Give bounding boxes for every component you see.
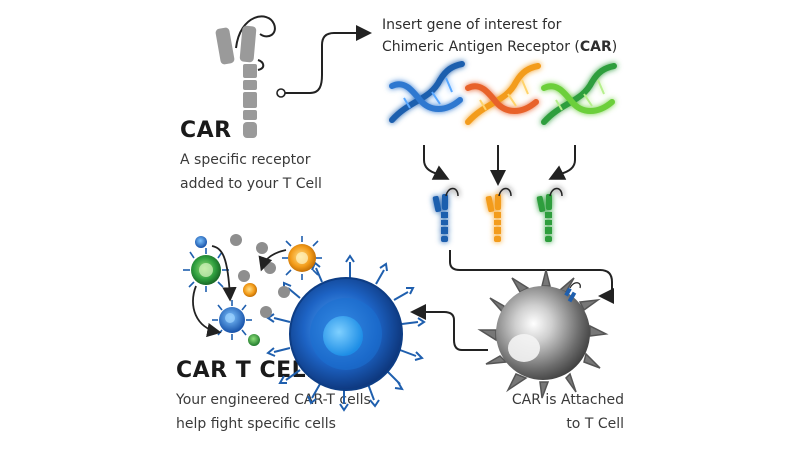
insert-gene-line2-suffix: )	[611, 39, 618, 55]
car-desc-line2: added to your T Cell	[180, 176, 322, 192]
car-t-desc-line1: Your engineered CAR-T cells	[176, 392, 371, 408]
receptor-to-gene-arrow	[276, 25, 372, 98]
car-title: CAR	[180, 118, 232, 143]
dna-to-receptor-arrows	[423, 145, 576, 186]
dna-helix-orange	[465, 63, 541, 125]
t-cell-icon	[477, 269, 609, 399]
insert-gene-line2-prefix: Chimeric Antigen Receptor (	[382, 39, 580, 55]
car-t-desc-line2: help fight specific cells	[176, 416, 336, 432]
attached-line2: to T Cell	[566, 416, 624, 432]
small-green-cell	[248, 334, 260, 346]
tcell-to-cart-arrow	[410, 304, 488, 351]
attached-text: CAR is Attached to T Cell	[478, 388, 624, 436]
cluster-arrow	[211, 245, 237, 302]
car-receptor-icon	[215, 15, 276, 138]
gray-particle	[264, 262, 276, 274]
small-blue-cell-top	[195, 236, 207, 248]
gray-particle	[238, 270, 250, 282]
small-orange-cell	[243, 283, 257, 297]
insert-gene-line2: Chimeric Antigen Receptor (CAR)	[382, 36, 617, 58]
blue-cell-icon	[212, 300, 252, 340]
car-t-cell-icon	[266, 254, 426, 412]
cluster-arrow	[192, 285, 222, 338]
insert-gene-line2-car: CAR	[579, 39, 612, 55]
insert-gene-line1: Insert gene of interest for	[382, 17, 562, 33]
insert-gene-text: Insert gene of interest for Chimeric Ant…	[382, 14, 617, 58]
car-description: A specific receptor added to your T Cell	[180, 148, 322, 196]
gray-particle	[230, 234, 242, 246]
attached-car-icon	[564, 282, 581, 303]
orange-cell-icon	[282, 236, 322, 280]
car-t-cell-description: Your engineered CAR-T cells help fight s…	[176, 388, 371, 436]
car-t-cell-title: CAR T CELL	[176, 358, 321, 383]
mini-receptor-green	[536, 187, 563, 242]
mini-receptor-orange	[485, 187, 512, 242]
dna-helix-green	[541, 63, 617, 125]
car-desc-line1: A specific receptor	[180, 152, 311, 168]
receptors-to-tcell-arrow	[449, 250, 614, 304]
mini-receptor-blue	[432, 187, 459, 242]
gray-particle	[256, 242, 268, 254]
cluster-arrow	[258, 249, 287, 272]
attached-line1: CAR is Attached	[511, 392, 624, 408]
target-cells-cluster	[183, 234, 322, 346]
gray-particle	[260, 306, 272, 318]
dna-helix-blue	[389, 61, 465, 123]
gray-particle	[278, 286, 290, 298]
